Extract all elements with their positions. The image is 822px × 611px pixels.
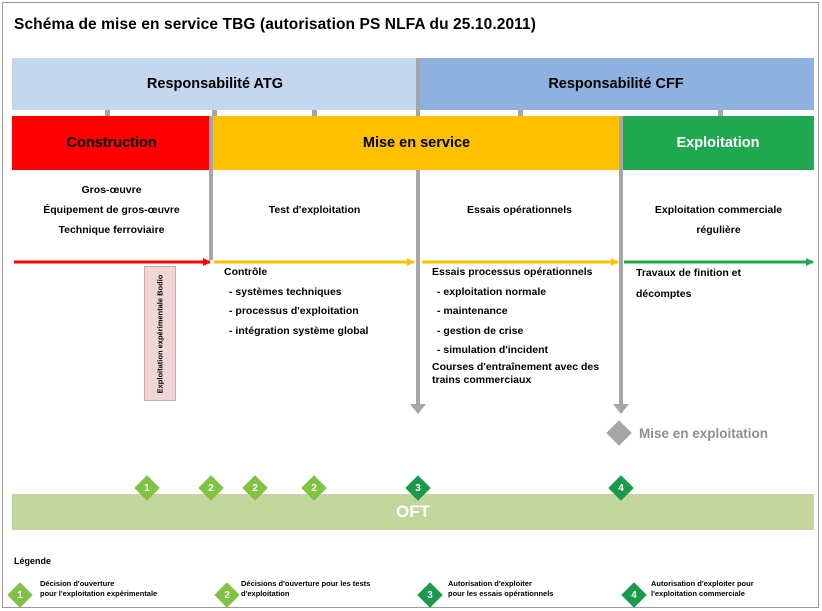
- milestone-2c: 2: [300, 474, 328, 502]
- phase-exploitation-band: Exploitation: [622, 116, 814, 170]
- essais-processus-item: - exploitation normale: [437, 285, 547, 298]
- milestone-1: 1: [133, 474, 161, 502]
- essais-processus-item: - maintenance: [437, 305, 508, 317]
- legend-line: Décision d'ouverture: [40, 579, 115, 588]
- phase-mise-en-service-band: Mise en service: [211, 116, 622, 170]
- essais-processus-heading: Essais processus opérationnels: [432, 266, 593, 278]
- controle-item: - intégration système global: [229, 324, 369, 337]
- legend-diamond-3: 3: [416, 581, 444, 609]
- construction-end-line: [209, 116, 213, 260]
- legend-line: pour l'exploitation expérimentale: [40, 589, 158, 598]
- responsibility-cff-band: Responsabilité CFF: [418, 58, 814, 110]
- essais-processus-item: - gestion de crise: [437, 324, 524, 337]
- test-exploitation-description: Test d'exploitation: [268, 204, 361, 216]
- legend-item-4: Autorisation d'exploiter pour l'exploita…: [651, 579, 754, 599]
- essais-processus-block: Essais processus opérationnels - exploit…: [432, 263, 599, 387]
- exploitation-divider-arrowhead: [613, 404, 629, 414]
- mise-en-exploitation-diamond: [606, 420, 632, 446]
- phase-exploitation-label: Exploitation: [676, 135, 760, 151]
- responsibility-atg-band: Responsabilité ATG: [12, 58, 418, 110]
- legend-diamond-4: 4: [620, 581, 648, 609]
- legend-number: 3: [427, 589, 433, 601]
- controle-heading: Contrôle: [224, 266, 268, 278]
- courses-line: Courses d'entraînement avec des: [432, 360, 600, 373]
- phase-construction-label: Construction: [66, 135, 157, 151]
- legend-number: 4: [631, 589, 637, 601]
- exploitation-desc-line: Exploitation commerciale: [654, 204, 783, 216]
- legend-line: Autorisation d'exploiter pour: [651, 579, 754, 588]
- essais-processus-item: - simulation d'incident: [437, 344, 548, 356]
- responsibility-atg-label: Responsabilité ATG: [146, 76, 284, 92]
- responsibility-cff-label: Responsabilité CFF: [548, 76, 684, 92]
- exploitation-commerciale-description: Exploitation commerciale régulière: [623, 200, 814, 240]
- construction-description: Gros-œuvre Équipement de gros-œuvre Tech…: [12, 180, 211, 240]
- essais-divider-arrowhead: [410, 404, 426, 414]
- exploitation-experimentale-box: Exploitation expérimentale Bodio: [144, 266, 176, 401]
- milestone-4: 4: [607, 474, 635, 502]
- legend-line: d'exploitation: [241, 589, 290, 598]
- milestone-number: 3: [415, 482, 421, 494]
- essais-divider-line: [416, 170, 420, 406]
- legend-line: l'exploitation commerciale: [651, 589, 745, 598]
- exploitation-experimentale-label: Exploitation expérimentale Bodio: [155, 274, 165, 393]
- legend-line: pour les essais opérationnels: [448, 589, 554, 598]
- controle-item: - processus d'exploitation: [229, 305, 359, 317]
- legend-diamond-1: 1: [6, 581, 34, 609]
- travaux-line: décomptes: [636, 288, 692, 300]
- legend-item-2: Décisions d'ouverture pour les tests d'e…: [241, 579, 370, 599]
- travaux-block: Travaux de finition et décomptes: [636, 263, 741, 305]
- oft-label: OFT: [396, 502, 430, 521]
- milestone-number: 2: [208, 482, 214, 494]
- legend-item-1: Décision d'ouverture pour l'exploitation…: [40, 579, 157, 599]
- exploitation-desc-line: régulière: [696, 224, 741, 236]
- construction-desc-line: Équipement de gros-œuvre: [43, 204, 180, 216]
- milestone-number: 2: [252, 482, 258, 494]
- milestone-number: 4: [618, 482, 624, 494]
- responsibility-divider: [416, 58, 420, 116]
- exploitation-divider-line: [619, 116, 623, 406]
- legend-number: 1: [17, 589, 23, 601]
- phase-construction-band: Construction: [12, 116, 211, 170]
- legend-number: 2: [224, 589, 230, 601]
- diagram-title: Schéma de mise en service TBG (autorisat…: [14, 16, 537, 33]
- legend-line: Décisions d'ouverture pour les tests: [241, 579, 371, 588]
- legend-diamond-2: 2: [213, 581, 241, 609]
- phase-mise-en-service-label: Mise en service: [362, 135, 471, 151]
- construction-desc-line: Gros-œuvre: [81, 184, 142, 196]
- legend-line: Autorisation d'exploiter: [448, 579, 532, 588]
- mise-en-exploitation-label: Mise en exploitation: [639, 426, 769, 441]
- travaux-line: Travaux de finition et: [636, 267, 742, 279]
- legend-title: Légende: [14, 556, 52, 566]
- milestone-number: 1: [144, 482, 150, 494]
- construction-desc-line: Technique ferroviaire: [58, 224, 165, 236]
- courses-entrainement-text: Courses d'entraînement avec des trains c…: [432, 361, 599, 387]
- legend-item-3: Autorisation d'exploiter pour les essais…: [448, 579, 553, 599]
- controle-item: - systèmes techniques: [229, 285, 342, 298]
- milestone-2b: 2: [241, 474, 269, 502]
- milestone-2a: 2: [197, 474, 225, 502]
- milestone-3: 3: [404, 474, 432, 502]
- milestone-number: 2: [311, 482, 317, 494]
- band-connectors: [105, 110, 723, 116]
- essais-operationnels-description: Essais opérationnels: [466, 204, 573, 216]
- controle-block: Contrôle - systèmes techniques - process…: [224, 263, 368, 341]
- courses-line: trains commerciaux: [432, 373, 532, 386]
